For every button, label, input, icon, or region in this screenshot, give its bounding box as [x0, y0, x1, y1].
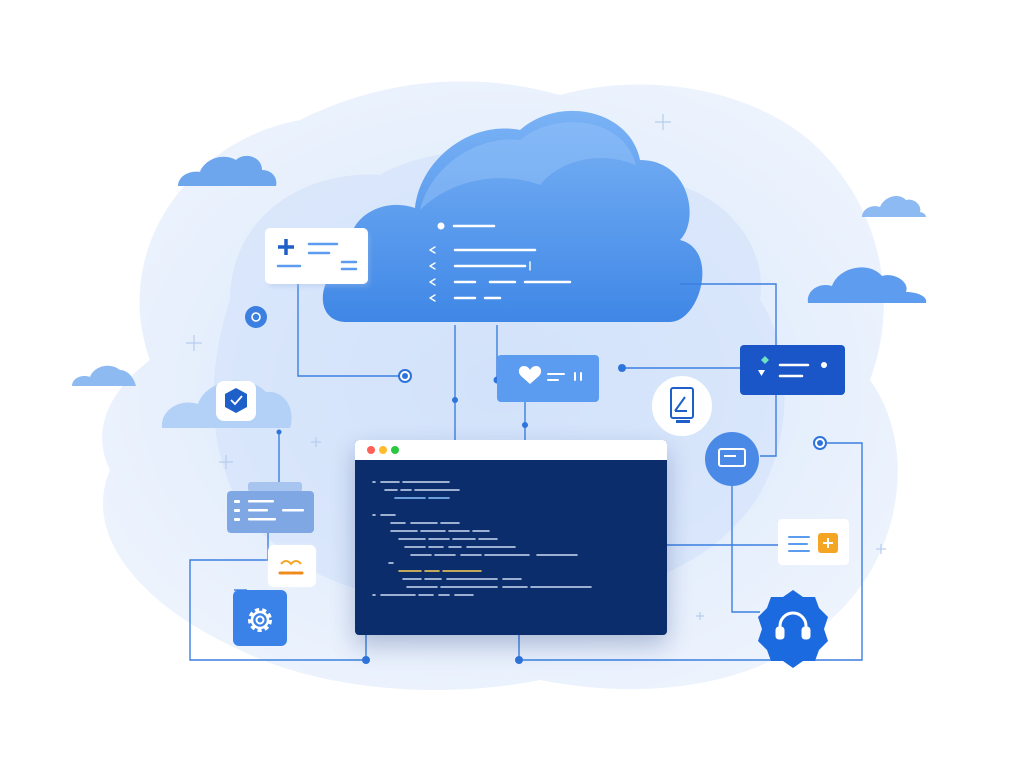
- list-card-lines: [788, 536, 810, 552]
- tablet-circle: [650, 374, 714, 438]
- folder-card: [227, 491, 314, 533]
- diamond-glyph: [761, 356, 769, 364]
- headset-icon: [775, 611, 811, 640]
- tablet-icon: [670, 387, 694, 419]
- heart-card-lines: [547, 372, 582, 381]
- shield-icon: [225, 388, 247, 413]
- navy-card-dot: [821, 362, 827, 368]
- small-badge: [245, 306, 267, 328]
- decor-cloud-1: [178, 155, 277, 186]
- window-close-dot[interactable]: [367, 446, 375, 454]
- window-maximize-dot[interactable]: [391, 446, 399, 454]
- plus-card-lines: [276, 242, 358, 271]
- code-editor-window: [355, 440, 667, 635]
- sparkle-icons: [186, 114, 886, 620]
- decor-cloud-4: [72, 365, 136, 386]
- headset-badge: [758, 590, 828, 668]
- list-card-orange-glyph: [823, 538, 833, 548]
- monitor-icon: [718, 448, 746, 467]
- folder-tab: [248, 482, 302, 492]
- main-cloud: [322, 110, 703, 322]
- decor-cloud-3: [807, 267, 927, 303]
- main-cloud-highlight: [420, 121, 636, 210]
- navy-card-lines: [778, 363, 810, 378]
- monitor-circle: [705, 432, 759, 486]
- plus-card: [265, 228, 368, 284]
- gear-icon: [248, 608, 272, 632]
- shield-check: [230, 395, 243, 406]
- plus-icon: [278, 239, 294, 255]
- list-card: [778, 519, 849, 565]
- decor-cloud-2: [862, 196, 926, 217]
- small-badge-glyph: [251, 312, 261, 322]
- tablet-stand: [676, 420, 690, 423]
- triangle-glyph: [758, 370, 765, 376]
- orange-tag-card-body: [268, 545, 316, 587]
- navy-status-card: [740, 345, 845, 395]
- heart-icon: [518, 366, 542, 384]
- code-lines-graphic: [372, 481, 592, 596]
- connection-nodes: [276, 364, 827, 664]
- heart-card: [497, 355, 599, 402]
- folder-card-lines: [234, 500, 304, 521]
- code-window-titlebar: [355, 440, 667, 460]
- window-minimize-dot[interactable]: [379, 446, 387, 454]
- orange-glyph-top: [280, 560, 302, 566]
- cloud-text-lines: [429, 222, 572, 302]
